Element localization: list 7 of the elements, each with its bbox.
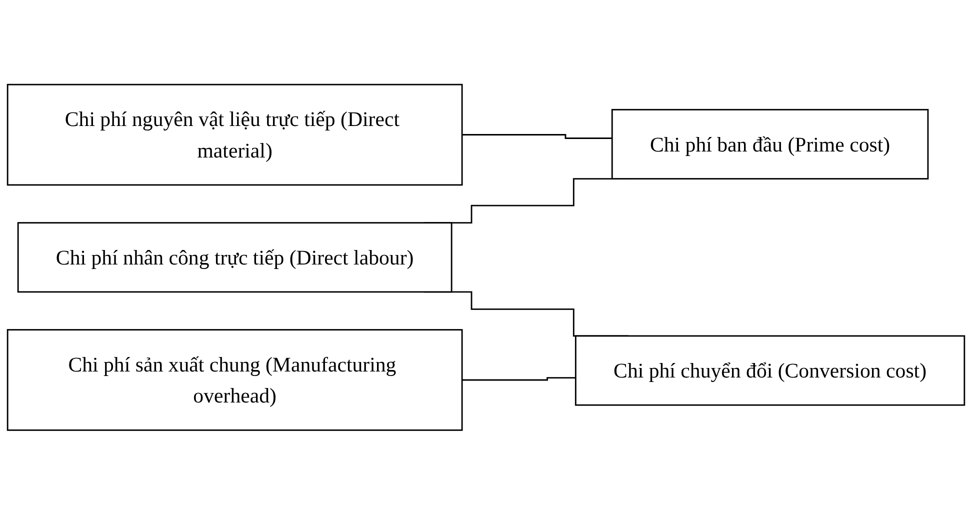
connector — [462, 134, 612, 139]
node-box: Chi phí ban đầu (Prime cost) — [611, 108, 929, 180]
connector — [462, 376, 576, 380]
node-box: Chi phí chuyển đổi (Conversion cost) — [574, 334, 966, 406]
node-box: Chi phí sản xuất chung (Manufacturing overhead) — [6, 328, 463, 430]
node-box: Chi phí nhân công trực tiếp (Direct labour) — [17, 222, 452, 292]
node-box: Chi phí nguyên vật liệu trực tiếp (Direct material) — [6, 84, 463, 186]
